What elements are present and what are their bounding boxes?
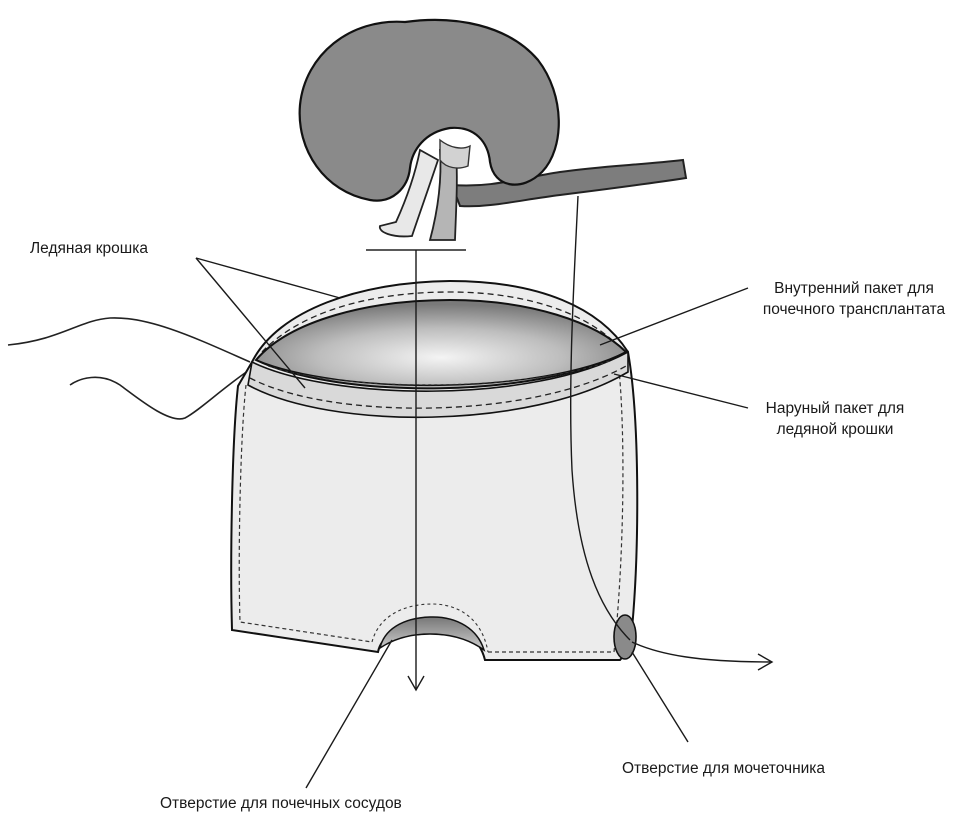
kidney bbox=[300, 20, 686, 250]
tie-string bbox=[8, 318, 252, 419]
renal-pelvis bbox=[440, 140, 470, 168]
label-outer-bag-line2: ледяной крошки bbox=[745, 419, 925, 440]
label-outer-bag-line1: Наруный пакет для bbox=[745, 398, 925, 419]
label-ureter-opening: Отверстие для мочеточника bbox=[622, 758, 825, 779]
leader-ice-chips-1 bbox=[196, 258, 340, 298]
label-inner-bag-line2: почечного трансплантата bbox=[745, 299, 963, 320]
ureter bbox=[452, 160, 686, 206]
label-inner-bag-line1: Внутренний пакет для bbox=[745, 278, 963, 299]
label-ice-chips: Ледяная крошка bbox=[30, 238, 148, 259]
leader-inner-bag bbox=[600, 288, 748, 345]
leader-vessel-opening bbox=[306, 640, 392, 788]
label-vessel-opening: Отверстие для почечных сосудов bbox=[160, 793, 402, 814]
ureter-path-arrow bbox=[632, 642, 772, 662]
label-inner-bag: Внутренний пакет для почечного трансплан… bbox=[745, 278, 963, 320]
leader-ureter-opening bbox=[632, 652, 688, 742]
label-outer-bag: Наруный пакет для ледяной крошки bbox=[745, 398, 925, 440]
